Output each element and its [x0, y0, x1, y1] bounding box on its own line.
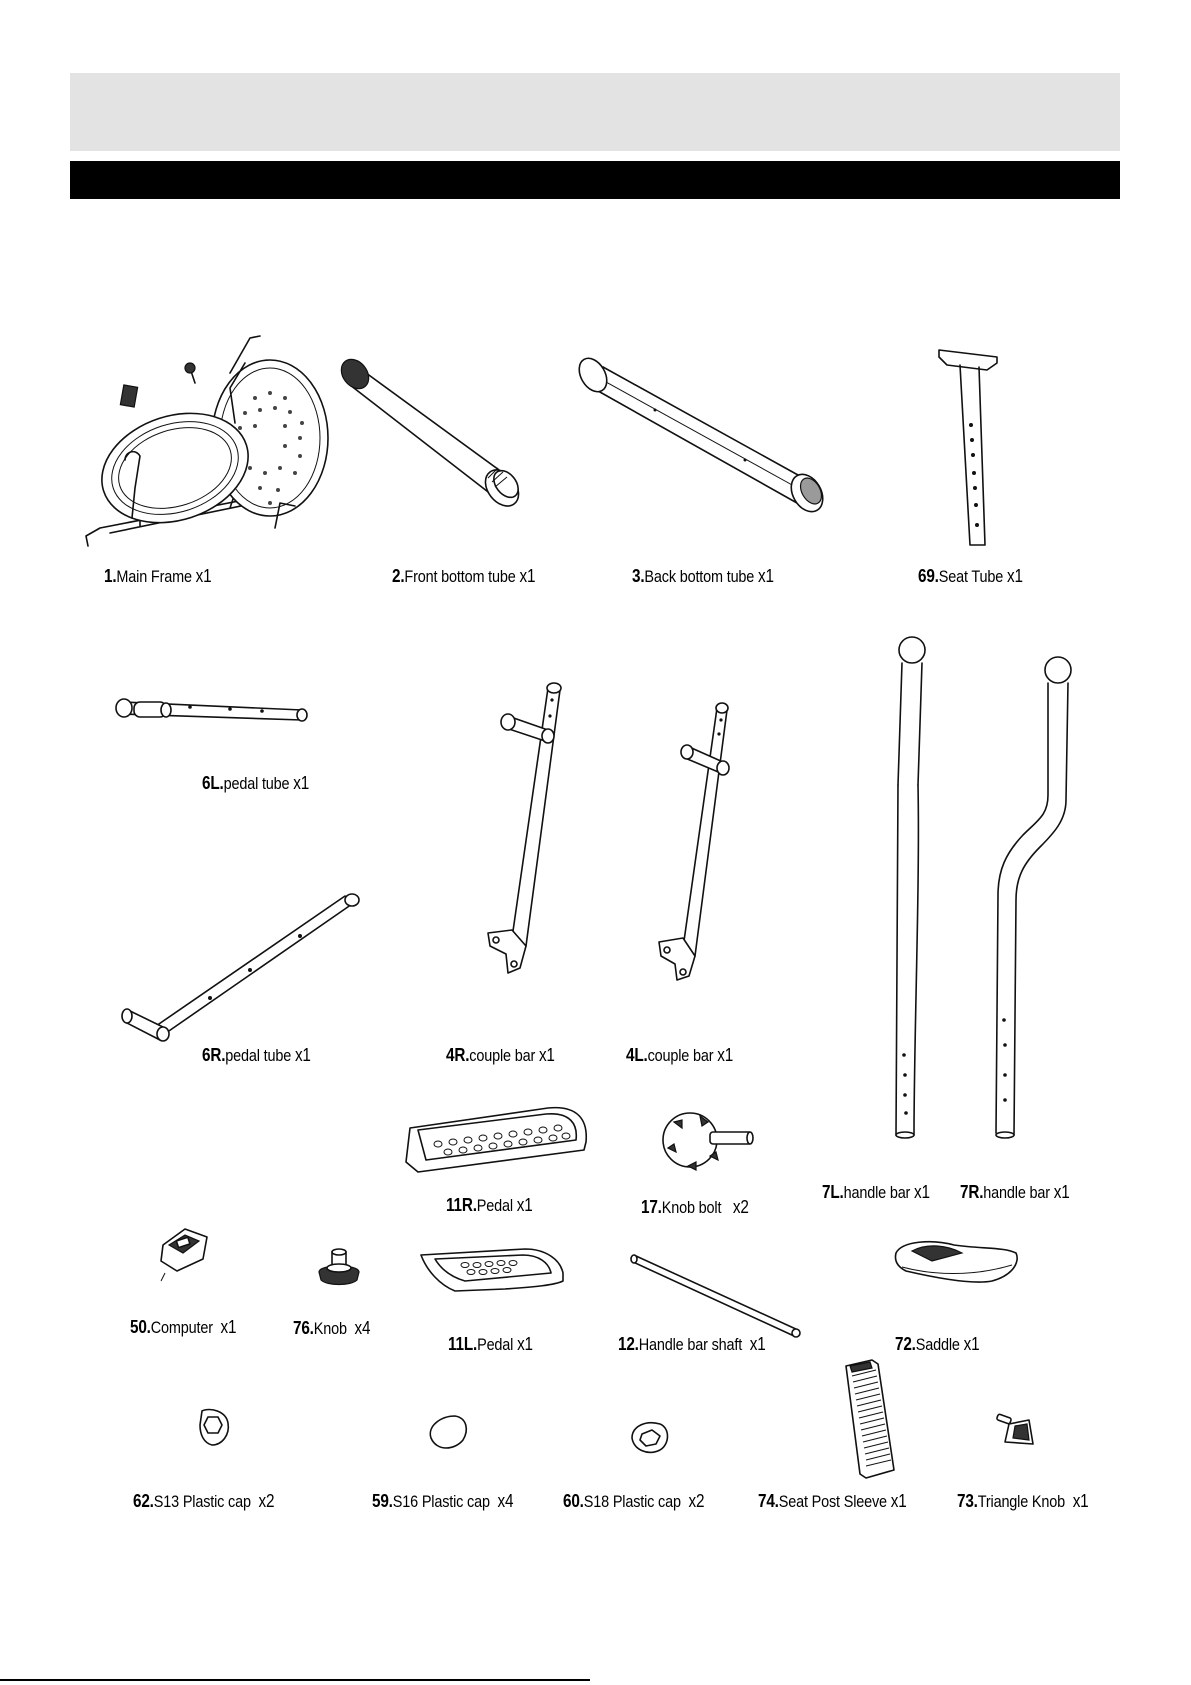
computer-illustration — [155, 1225, 215, 1283]
saddle-illustration — [892, 1235, 1022, 1295]
main-frame-illustration — [80, 328, 329, 547]
triangle-knob-label: 73.Triangle Knob x1 — [957, 1491, 1089, 1511]
pedal-11l-illustration — [415, 1245, 570, 1305]
back-bottom-tube-illustration — [575, 355, 840, 520]
handle-bar-7l-illustration — [884, 635, 944, 1145]
handle-bar-7r-illustration — [978, 655, 1078, 1145]
plastic-cap-s16-illustration — [425, 1412, 471, 1454]
knob-bolt-illustration — [660, 1100, 755, 1180]
pedal-tube-6r-illustration — [120, 888, 370, 1048]
couple-bar-4l-label: 4L.couple bar x1 — [626, 1045, 734, 1065]
pedal-11l-label: 11L.Pedal x1 — [448, 1334, 533, 1354]
plastic-cap-s13-label: 62.S13 Plastic cap x2 — [133, 1491, 275, 1511]
knob-bolt-label: 17.Knob bolt x2 — [641, 1197, 749, 1217]
handle-bar-shaft-illustration — [630, 1250, 805, 1340]
seat-tube-illustration — [925, 345, 1015, 550]
pedal-11r-illustration — [398, 1100, 593, 1178]
couple-bar-4r-label: 4R.couple bar x1 — [446, 1045, 555, 1065]
front-bottom-tube-illustration — [340, 350, 540, 510]
back-bottom-tube-label: 3.Back bottom tube x1 — [632, 566, 774, 586]
pedal-tube-6r-label: 6R.pedal tube x1 — [202, 1045, 311, 1065]
handle-bar-7r-label: 7R.handle bar x1 — [960, 1182, 1070, 1202]
header-band — [70, 73, 1120, 151]
handle-bar-7l-label: 7L.handle bar x1 — [822, 1182, 930, 1202]
saddle-label: 72.Saddle x1 — [895, 1334, 980, 1354]
triangle-knob-illustration — [995, 1410, 1039, 1450]
pedal-tube-6l-label: 6L.pedal tube x1 — [202, 773, 310, 793]
knob-76-illustration — [315, 1248, 365, 1288]
couple-bar-4l-illustration — [645, 698, 737, 988]
plastic-cap-s13-illustration — [196, 1405, 232, 1449]
seat-tube-label: 69.Seat Tube x1 — [918, 566, 1023, 586]
seat-post-sleeve-illustration — [838, 1358, 900, 1480]
plastic-cap-s16-label: 59.S16 Plastic cap x4 — [372, 1491, 514, 1511]
pedal-tube-6l-illustration — [112, 690, 312, 730]
plastic-cap-s18-illustration — [628, 1418, 672, 1458]
main-frame-label: 1.Main Frame x1 — [104, 566, 212, 586]
knob-76-label: 76.Knob x4 — [293, 1318, 371, 1338]
plastic-cap-s18-label: 60.S18 Plastic cap x2 — [563, 1491, 705, 1511]
pedal-11r-label: 11R.Pedal x1 — [446, 1195, 533, 1215]
bottom-rule — [0, 1679, 590, 1681]
seat-post-sleeve-label: 74.Seat Post Sleeve x1 — [758, 1491, 907, 1511]
computer-label: 50.Computer x1 — [130, 1317, 237, 1337]
handle-bar-shaft-label: 12.Handle bar shaft x1 — [618, 1334, 766, 1354]
front-bottom-tube-label: 2.Front bottom tube x1 — [392, 566, 536, 586]
couple-bar-4r-illustration — [478, 678, 570, 983]
title-bar — [70, 161, 1120, 199]
